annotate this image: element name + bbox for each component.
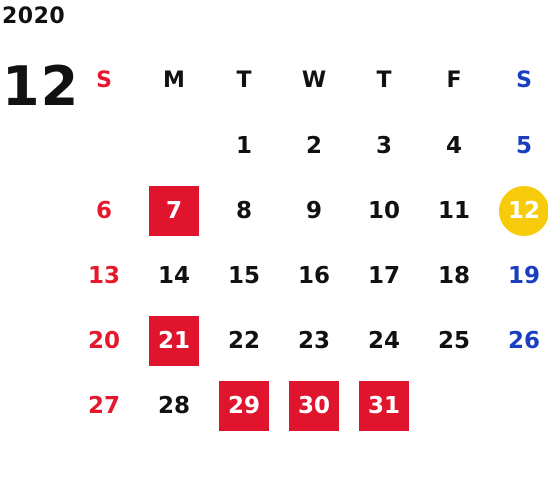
calendar-month: 12 [2, 55, 80, 118]
weekday-label: M [163, 68, 185, 93]
day-number: 22 [227, 327, 260, 354]
day-number: 5 [515, 132, 532, 159]
day-number: 27 [87, 392, 120, 419]
day-cell-today: 12 [489, 178, 548, 243]
day-number: 8 [235, 197, 252, 224]
weekday-label: S [96, 68, 112, 93]
weekday-label: W [301, 68, 327, 93]
day-cell: 10 [349, 178, 419, 243]
day-number-highlighted: 29 [219, 380, 269, 431]
day-cell: 28 [139, 373, 209, 438]
weekday-label: T [376, 68, 392, 93]
day-cell: 19 [489, 243, 548, 308]
day-cell: 14 [139, 243, 209, 308]
day-cell: 5 [489, 113, 548, 178]
day-number: 3 [375, 132, 392, 159]
day-number: 18 [437, 262, 470, 289]
day-number: 9 [305, 197, 322, 224]
weekday-header-sat: S [489, 48, 548, 113]
day-number: 6 [95, 197, 112, 224]
day-cell: 4 [419, 113, 489, 178]
weekday-label: T [236, 68, 252, 93]
day-cell: 24 [349, 308, 419, 373]
day-number: 16 [297, 262, 330, 289]
day-cell: 2 [279, 113, 349, 178]
day-cell-highlighted: 30 [279, 373, 349, 438]
day-number: 24 [367, 327, 400, 354]
day-number: 23 [297, 327, 330, 354]
day-cell: 26 [489, 308, 548, 373]
day-number: 25 [437, 327, 470, 354]
day-cell: 18 [419, 243, 489, 308]
day-cell: 17 [349, 243, 419, 308]
weekday-header-mon: M [139, 48, 209, 113]
day-number-highlighted: 7 [149, 185, 199, 236]
day-cell-highlighted: 29 [209, 373, 279, 438]
day-cell: 13 [69, 243, 139, 308]
day-number-today: 12 [499, 185, 548, 236]
day-cell: 16 [279, 243, 349, 308]
day-number: 2 [305, 132, 322, 159]
day-number [149, 121, 199, 171]
day-number: 1 [235, 132, 252, 159]
day-number [429, 381, 479, 431]
weekday-label: F [446, 68, 462, 93]
day-number: 13 [87, 262, 120, 289]
day-number: 17 [367, 262, 400, 289]
day-number: 15 [227, 262, 260, 289]
day-cell: 3 [349, 113, 419, 178]
day-cell-highlighted: 21 [139, 308, 209, 373]
day-cell: 1 [209, 113, 279, 178]
day-cell: 23 [279, 308, 349, 373]
day-cell: 15 [209, 243, 279, 308]
day-number [79, 121, 129, 171]
day-cell: 20 [69, 308, 139, 373]
day-cell-empty [69, 113, 139, 178]
day-cell: 25 [419, 308, 489, 373]
day-number: 19 [507, 262, 540, 289]
day-cell: 27 [69, 373, 139, 438]
weekday-header-wed: W [279, 48, 349, 113]
day-number: 11 [437, 197, 470, 224]
day-cell: 6 [69, 178, 139, 243]
day-cell: 22 [209, 308, 279, 373]
calendar-year: 2020 [2, 4, 66, 29]
day-number: 28 [157, 392, 190, 419]
day-cell: 11 [419, 178, 489, 243]
day-number [499, 381, 548, 431]
day-cell-empty [419, 373, 489, 438]
weekday-header-tue: T [209, 48, 279, 113]
day-cell-empty [139, 113, 209, 178]
day-cell: 8 [209, 178, 279, 243]
day-number: 10 [367, 197, 400, 224]
day-cell-highlighted: 7 [139, 178, 209, 243]
calendar-grid: S M T W T F S 1 2 3 4 5 6 7 8 9 10 11 12… [69, 48, 548, 438]
day-number: 20 [87, 327, 120, 354]
weekday-header-sun: S [69, 48, 139, 113]
day-cell: 9 [279, 178, 349, 243]
day-number-highlighted: 31 [359, 380, 409, 431]
day-number-highlighted: 21 [149, 315, 199, 366]
day-cell-highlighted: 31 [349, 373, 419, 438]
day-number: 14 [157, 262, 190, 289]
weekday-header-fri: F [419, 48, 489, 113]
day-cell-empty [489, 373, 548, 438]
day-number: 4 [445, 132, 462, 159]
weekday-label: S [516, 68, 532, 93]
weekday-header-thu: T [349, 48, 419, 113]
day-number: 26 [507, 327, 540, 354]
day-number-highlighted: 30 [289, 380, 339, 431]
